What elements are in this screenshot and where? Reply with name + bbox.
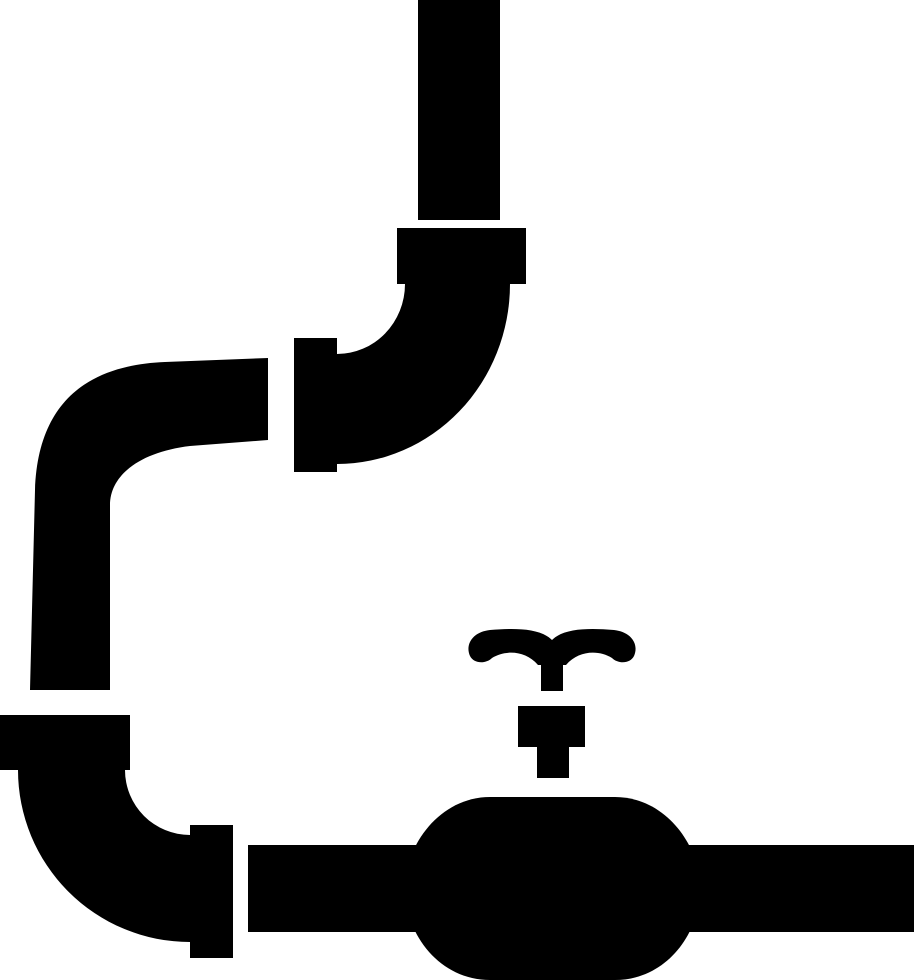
- lower-elbow-flange: [190, 825, 233, 958]
- upper-elbow-flange: [294, 338, 337, 472]
- lower-elbow: [18, 770, 190, 942]
- top-vertical-pipe: [418, 0, 500, 220]
- valve-bonnet: [518, 706, 585, 747]
- valve-handle-icon: [468, 629, 636, 665]
- middle-bent-pipe: [30, 358, 268, 690]
- upper-elbow: [337, 284, 510, 464]
- lower-left-flange: [0, 715, 130, 770]
- valve-body: [405, 797, 700, 980]
- top-flange: [397, 228, 526, 284]
